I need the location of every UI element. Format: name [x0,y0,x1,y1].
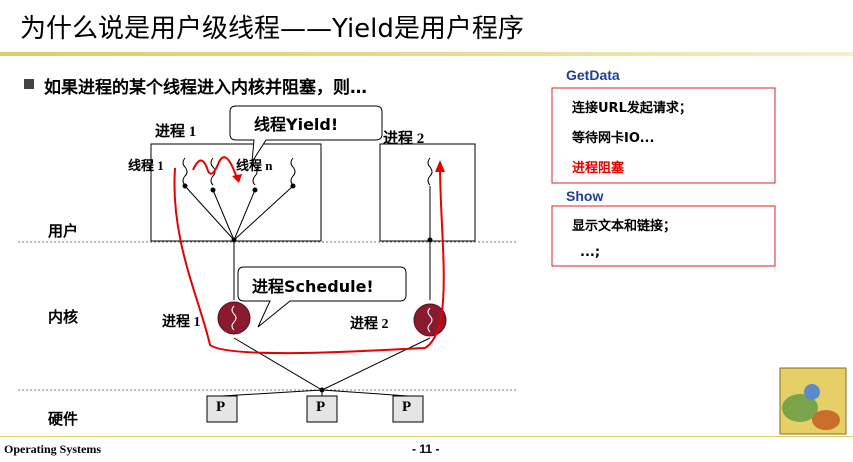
processor-box-3 [392,395,424,423]
getdata-item-3: 进程阻塞 [572,161,625,176]
user-layer-label: 用户 [48,222,79,240]
title-divider [0,52,853,56]
processor-label-1: P [216,399,226,415]
getdata-box [551,87,776,184]
control-flow-arrow [173,164,445,355]
process2-box [379,143,476,242]
book-cover-image [779,367,847,435]
getdata-header: GetData [566,67,620,83]
process1-label: 进程 1 [155,124,197,140]
threadn-label: 线程 n [236,158,273,173]
process1-box [150,143,322,242]
process2-label: 进程 2 [383,131,425,147]
page-title: 为什么说是用户级线程——Yield是用户程序 [20,14,524,44]
processor-box-2 [306,395,338,423]
footer-course-name: Operating Systems [4,442,101,456]
footer-page-number: - 11 - [412,442,440,456]
bullet-square-icon [24,79,34,89]
kernel-process2-label: 进程 2 [350,317,389,332]
thread1-label: 线程 1 [128,158,164,173]
show-box [551,205,776,267]
bullet-text: 如果进程的某个线程进入内核并阻塞，则… [44,78,367,98]
footer-divider [0,436,853,437]
processor-label-2: P [316,399,326,415]
yield-callout-text: 线程Yield! [254,115,339,134]
schedule-callout-bubble [237,266,407,328]
processor-label-3: P [402,399,412,415]
thread3-squiggle [252,157,258,186]
threadn-squiggle [290,157,296,186]
thread1-squiggle [182,157,188,186]
kernel-layer-label: 内核 [48,308,79,326]
getdata-item-1: 连接URL发起请求； [572,101,692,116]
process2-thread-squiggle [427,157,433,186]
processor-box-1 [206,395,238,423]
yield-arrow [192,156,238,179]
show-item-1: 显示文本和链接； [572,219,677,234]
show-header: Show [566,188,604,204]
hardware-layer-label: 硬件 [48,410,79,428]
kernel-process1-label: 进程 1 [162,315,201,330]
getdata-item-2: 等待网卡IO... [572,131,655,146]
kernel-process1-circle [217,301,251,335]
yield-callout-bubble [229,105,383,163]
schedule-callout-text: 进程Schedule! [252,277,374,296]
show-item-2: ...; [580,245,601,260]
